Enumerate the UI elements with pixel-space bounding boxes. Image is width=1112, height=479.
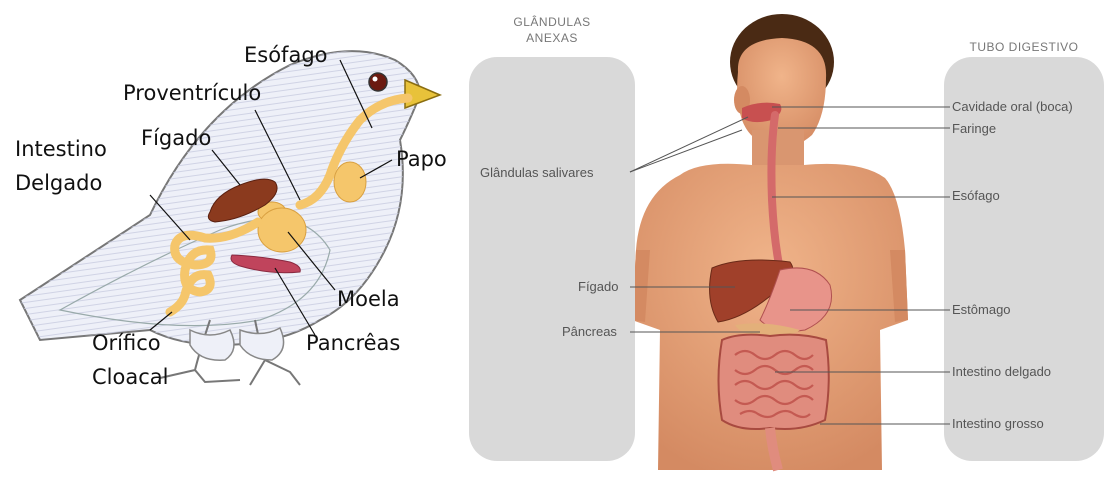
label-glandulas-salivares: Glândulas salivares <box>480 165 593 180</box>
bird-label-papo: Papo <box>396 146 447 172</box>
bird-label-intestino-line1: Intestino <box>15 136 107 162</box>
label-cavidade-oral: Cavidade oral (boca) <box>952 99 1073 114</box>
label-faringe: Faringe <box>952 121 996 136</box>
glandulas-anexas-header: GLÂNDULAS ANEXAS <box>468 15 636 46</box>
bird-label-figado: Fígado <box>141 125 211 151</box>
glandulas-anexas-header-line2: ANEXAS <box>468 31 636 47</box>
label-intestino-delgado: Intestino delgado <box>952 364 1051 379</box>
bird-label-esofago: Esófago <box>244 42 328 68</box>
label-figado: Fígado <box>578 279 618 294</box>
tubo-digestivo-header: TUBO DIGESTIVO <box>944 40 1104 56</box>
bird-label-pancreas: Pancrêas <box>306 330 400 356</box>
bird-label-intestino-line2: Delgado <box>15 170 102 196</box>
label-intestino-grosso: Intestino grosso <box>952 416 1044 431</box>
bird-label-orificio-line1: Orífico <box>92 330 161 356</box>
bird-label-moela: Moela <box>337 286 400 312</box>
glandulas-anexas-header-line1: GLÂNDULAS <box>468 15 636 31</box>
label-estomago: Estômago <box>952 302 1011 317</box>
label-pancreas: Pâncreas <box>562 324 617 339</box>
label-esofago: Esófago <box>952 188 1000 203</box>
bird-label-proventriculo: Proventrículo <box>123 80 261 106</box>
bird-label-orificio-line2: Cloacal <box>92 364 168 390</box>
